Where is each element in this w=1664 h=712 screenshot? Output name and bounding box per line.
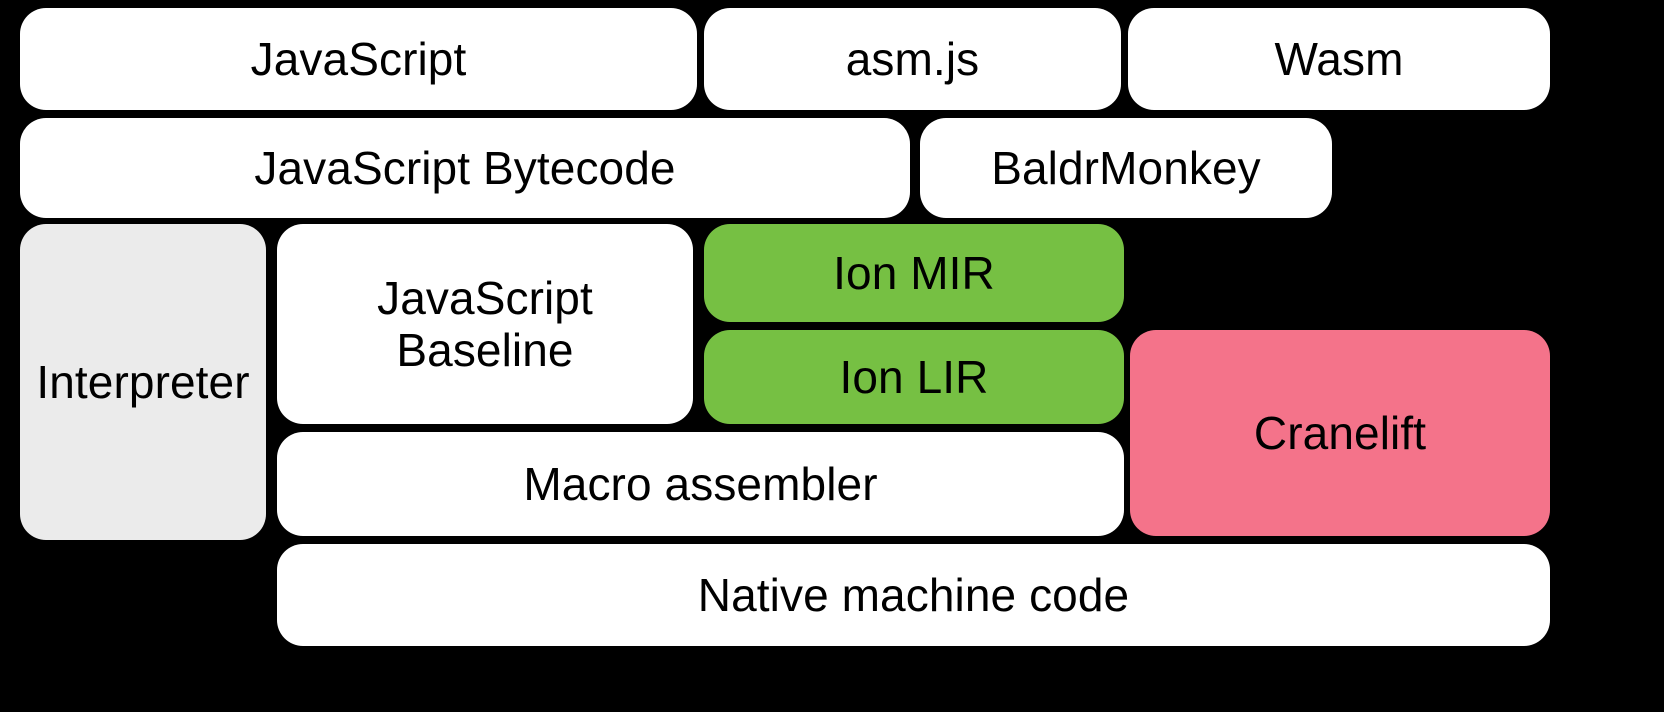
node-wasm[interactable]: Wasm: [1128, 8, 1550, 110]
node-javascript[interactable]: JavaScript: [20, 8, 697, 110]
node-ion-lir[interactable]: Ion LIR: [704, 330, 1124, 424]
node-macro-assembler[interactable]: Macro assembler: [277, 432, 1124, 536]
node-javascript-bytecode[interactable]: JavaScript Bytecode: [20, 118, 910, 218]
node-javascript-baseline[interactable]: JavaScript Baseline: [277, 224, 693, 424]
node-baldrmonkey[interactable]: BaldrMonkey: [920, 118, 1332, 218]
node-native-machine-code[interactable]: Native machine code: [277, 544, 1550, 646]
node-ion-mir[interactable]: Ion MIR: [704, 224, 1124, 322]
node-interpreter[interactable]: Interpreter: [20, 224, 266, 540]
node-cranelift[interactable]: Cranelift: [1130, 330, 1550, 536]
node-asm-js[interactable]: asm.js: [704, 8, 1121, 110]
